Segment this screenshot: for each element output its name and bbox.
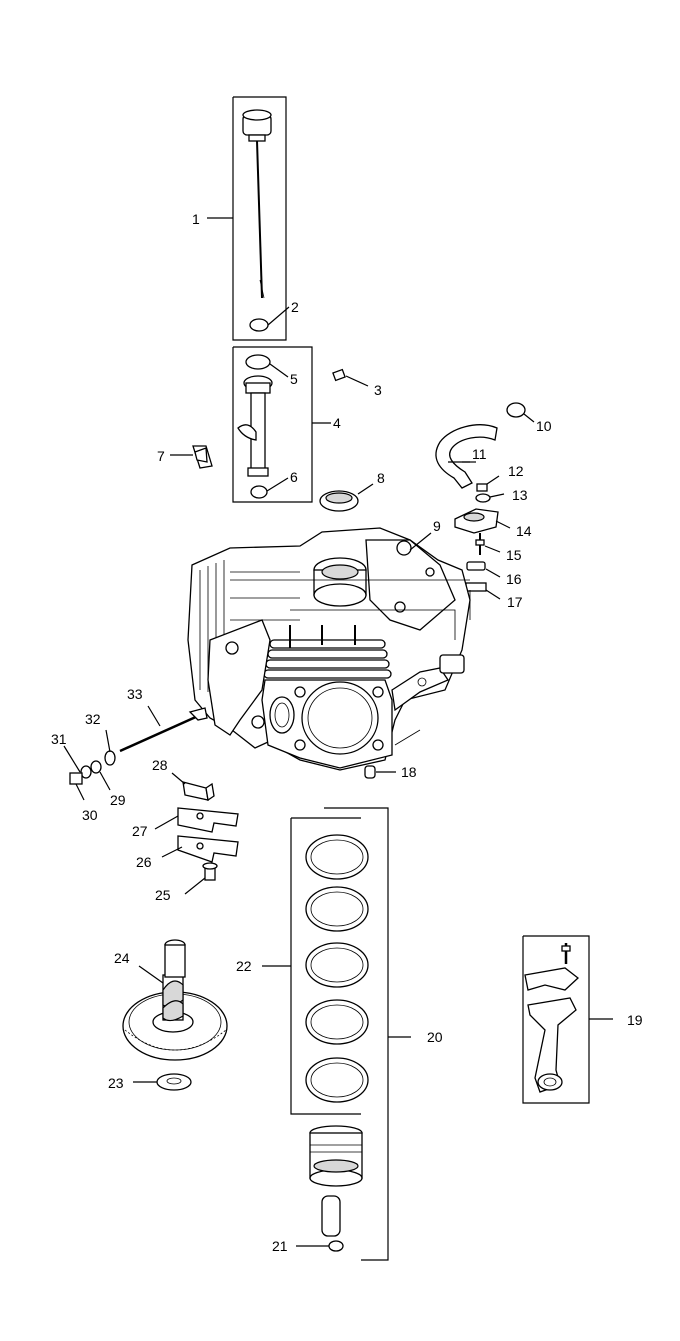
callout-33: 33 bbox=[127, 686, 143, 702]
callout-17: 17 bbox=[507, 594, 523, 610]
callout-6: 6 bbox=[290, 469, 298, 485]
callout-24: 24 bbox=[114, 950, 130, 966]
dipstick-group bbox=[207, 96, 290, 341]
callout-26: 26 bbox=[136, 854, 152, 870]
callout-3: 3 bbox=[374, 382, 382, 398]
callout-labels: 1 2 3 4 5 6 7 8 9 10 11 12 13 14 15 16 1… bbox=[51, 211, 643, 1254]
callout-16: 16 bbox=[506, 571, 522, 587]
governor-shaft-part bbox=[119, 705, 208, 753]
callout-10: 10 bbox=[536, 418, 552, 434]
callout-13: 13 bbox=[512, 487, 528, 503]
dipstick-tube-group bbox=[232, 346, 331, 503]
callout-22: 22 bbox=[236, 958, 252, 974]
callout-32: 32 bbox=[85, 711, 101, 727]
governor-block-part bbox=[171, 772, 215, 802]
callout-8: 8 bbox=[377, 470, 385, 486]
camshaft-part bbox=[122, 939, 228, 1061]
screw-part bbox=[332, 368, 369, 387]
callout-27: 27 bbox=[132, 823, 148, 839]
callout-11: 11 bbox=[472, 446, 487, 462]
callout-19: 19 bbox=[627, 1012, 643, 1028]
dowel-pin-part bbox=[364, 765, 396, 779]
camshaft-washer-part bbox=[133, 1073, 192, 1091]
callout-25: 25 bbox=[155, 887, 171, 903]
callout-15: 15 bbox=[506, 547, 522, 563]
callout-28: 28 bbox=[152, 757, 168, 773]
callout-5: 5 bbox=[290, 371, 298, 387]
callout-4: 4 bbox=[333, 415, 341, 431]
breather-hose-part bbox=[435, 424, 498, 489]
callout-23: 23 bbox=[108, 1075, 124, 1091]
callout-2: 2 bbox=[291, 299, 299, 315]
callout-14: 14 bbox=[516, 523, 532, 539]
governor-screw-part bbox=[184, 862, 218, 895]
breather-hardware-parts bbox=[465, 533, 501, 600]
callout-7: 7 bbox=[157, 448, 165, 464]
callout-12: 12 bbox=[508, 463, 524, 479]
callout-31: 31 bbox=[51, 731, 67, 747]
bracket-part bbox=[170, 445, 213, 469]
hose-clamp-part bbox=[506, 402, 535, 423]
leader-9 bbox=[409, 532, 432, 551]
breather-cover-part bbox=[454, 508, 511, 534]
callout-1: 1 bbox=[192, 211, 200, 227]
callout-18: 18 bbox=[401, 764, 417, 780]
governor-plate-upper bbox=[154, 807, 239, 833]
callout-20: 20 bbox=[427, 1029, 443, 1045]
crankcase bbox=[187, 527, 471, 771]
governor-plate-lower bbox=[161, 835, 239, 863]
governor-hardware-parts bbox=[63, 729, 116, 801]
callout-9: 9 bbox=[433, 518, 441, 534]
callout-30: 30 bbox=[82, 807, 98, 823]
oil-seal-part bbox=[319, 483, 374, 512]
callout-21: 21 bbox=[272, 1238, 288, 1254]
callout-29: 29 bbox=[110, 792, 126, 808]
piston-ring-group bbox=[262, 807, 411, 1261]
nut-parts bbox=[475, 475, 505, 503]
connecting-rod-group bbox=[522, 935, 613, 1104]
